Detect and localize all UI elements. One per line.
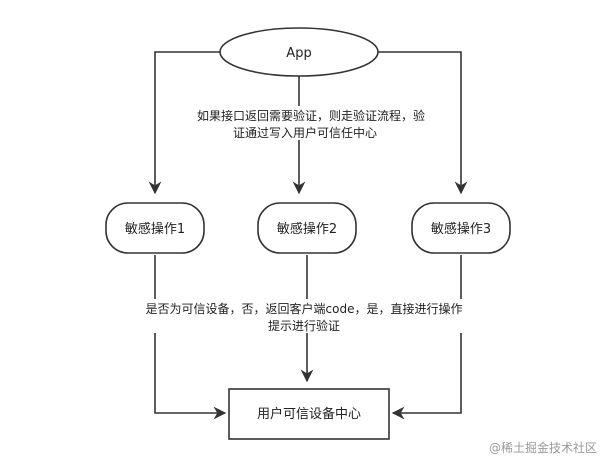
- edge-op1-center: [154, 255, 227, 420]
- node-app-label: App: [286, 46, 311, 61]
- node-app: App: [219, 27, 379, 77]
- node-trust-center-label: 用户可信设备中心: [257, 406, 361, 422]
- edge-app-op3: [378, 51, 468, 195]
- node-op3: 敏感操作3: [411, 202, 511, 254]
- note-bottom: 是否为可信设备，否，返回客户端code，是，直接进行操作 提示进行验证: [133, 299, 478, 333]
- node-op1-label: 敏感操作1: [125, 221, 185, 237]
- edge-op3-center: [391, 255, 462, 420]
- node-op2: 敏感操作2: [257, 202, 357, 254]
- edge-app-op1: [148, 51, 220, 195]
- note-bottom-line-1: 是否为可信设备，否，返回客户端code，是，直接进行操作: [146, 301, 463, 316]
- node-op1: 敏感操作1: [105, 202, 205, 254]
- watermark: @稀土掘金技术社区: [489, 440, 597, 455]
- note-top-line-2: 证通过写入用户可信任中心: [233, 125, 377, 140]
- node-trust-center: 用户可信设备中心: [228, 388, 390, 440]
- note-top-line-1: 如果接口返回需要验证，则走验证流程，验: [197, 108, 425, 123]
- node-op2-label: 敏感操作2: [277, 221, 337, 237]
- node-op3-label: 敏感操作3: [431, 221, 491, 237]
- note-top: 如果接口返回需要验证，则走验证流程，验 证通过写入用户可信任中心: [186, 106, 436, 140]
- note-bottom-line-2: 提示进行验证: [268, 318, 340, 333]
